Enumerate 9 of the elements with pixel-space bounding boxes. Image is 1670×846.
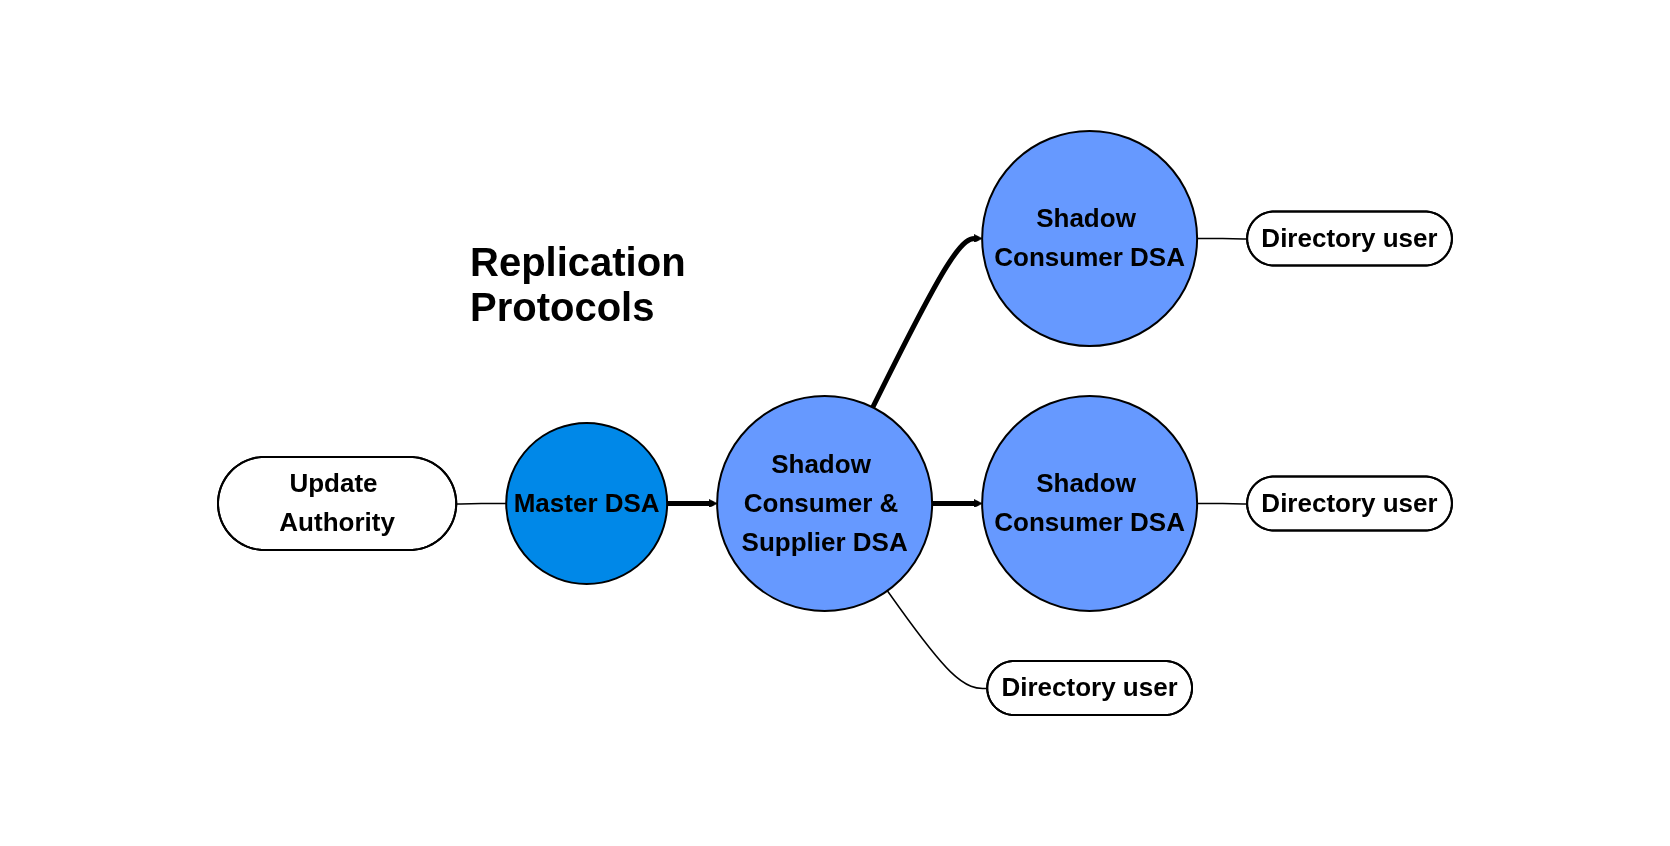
node-circle: Shadow Consumer DSA [981, 395, 1199, 612]
arrow [932, 499, 983, 508]
connector [456, 502, 507, 505]
node-circle: Master DSA [505, 422, 669, 585]
annotation-text: Replication Protocols [470, 240, 687, 330]
node-circle: Shadow Consumer DSA [981, 130, 1199, 347]
arrow [870, 234, 983, 409]
arrow [667, 499, 718, 508]
node-circle: Shadow Consumer & Supplier DSA [716, 395, 934, 612]
